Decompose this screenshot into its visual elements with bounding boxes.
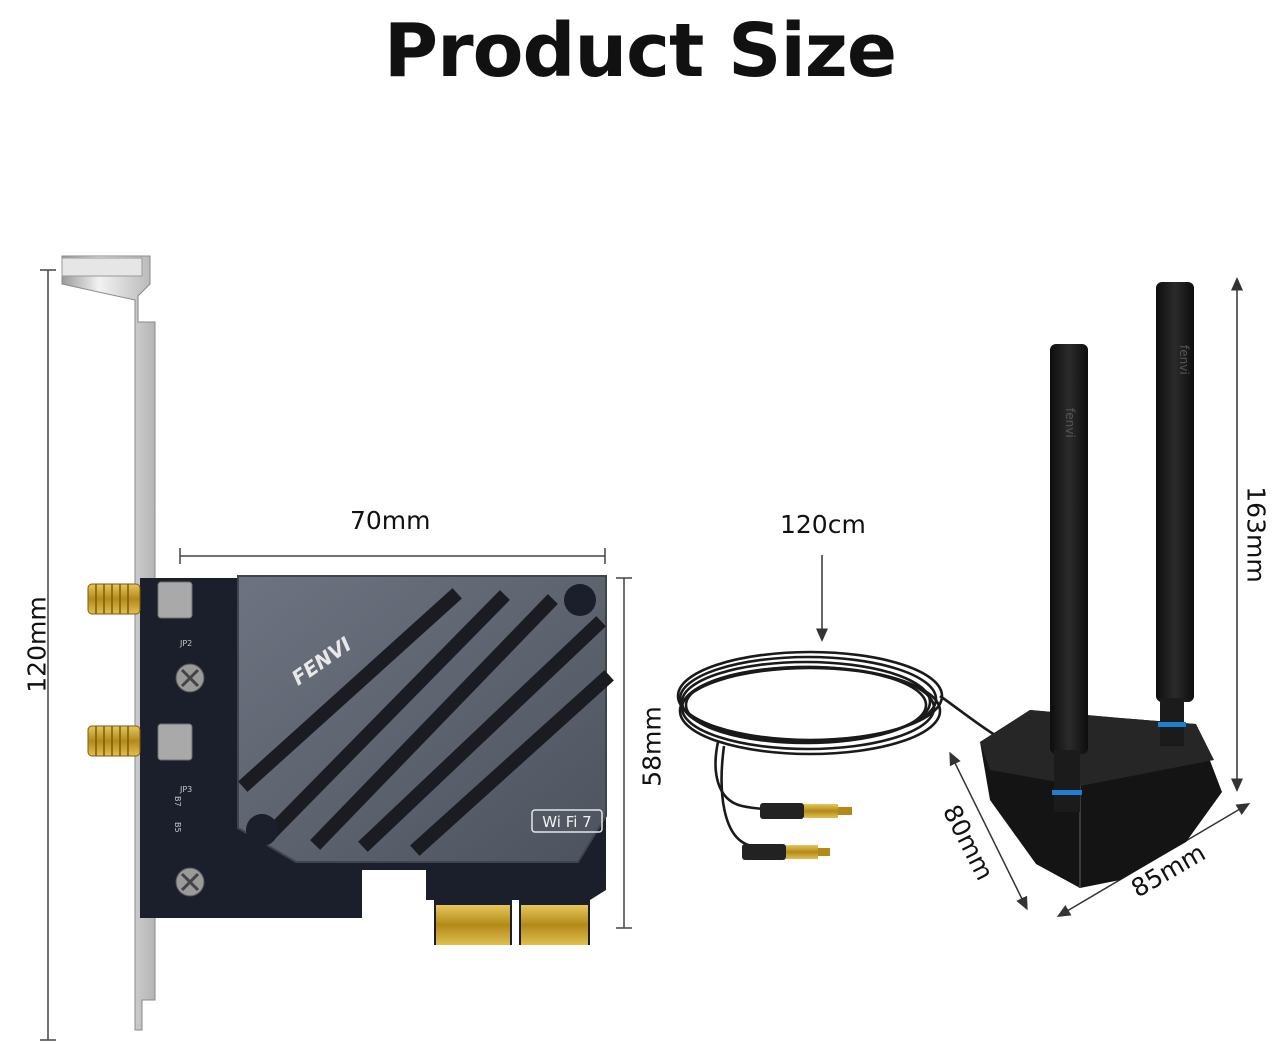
svg-text:fenvi: fenvi bbox=[1063, 408, 1077, 438]
heatsink-grooves bbox=[238, 588, 614, 856]
page-title: Product Size bbox=[383, 8, 897, 94]
wifi7-badge: Wi Fi 7 bbox=[531, 809, 603, 833]
antenna-cable bbox=[676, 650, 1001, 854]
antenna-height-label: 163mm bbox=[1241, 486, 1271, 583]
antenna-blue-ring bbox=[1052, 790, 1082, 795]
dimension-lines bbox=[40, 269, 1251, 1041]
antenna-blue-ring bbox=[1158, 722, 1186, 727]
svg-text:JP2: JP2 bbox=[179, 639, 192, 648]
bracket-screw bbox=[175, 867, 205, 897]
sma-connector-bottom bbox=[87, 725, 141, 757]
sma-connector-top bbox=[87, 583, 141, 615]
svg-text:fenvi: fenvi bbox=[1177, 345, 1191, 375]
pcie-card: FENVI Wi Fi 7 bbox=[61, 255, 614, 1031]
base-depth-line bbox=[949, 751, 1028, 911]
cable-sma-plugs bbox=[742, 803, 852, 860]
heatsink-screw bbox=[564, 584, 596, 616]
gold-fingers bbox=[436, 905, 588, 945]
card-height-label: 120mm bbox=[22, 596, 52, 693]
metal-bracket bbox=[61, 255, 156, 1031]
antenna-back bbox=[1156, 282, 1194, 702]
svg-text:JP3: JP3 bbox=[179, 785, 192, 794]
svg-text:B7: B7 bbox=[173, 796, 182, 807]
cable-length-label: 120cm bbox=[780, 510, 866, 539]
card-body-height-label: 58mm bbox=[637, 706, 667, 787]
antenna-front bbox=[1050, 344, 1088, 754]
card-width-label: 70mm bbox=[350, 506, 431, 535]
svg-text:B5: B5 bbox=[173, 822, 182, 833]
svg-text:Wi Fi 7: Wi Fi 7 bbox=[542, 813, 591, 831]
bracket-screw bbox=[175, 663, 205, 693]
antenna-stand: fenvi fenvi bbox=[980, 282, 1222, 888]
